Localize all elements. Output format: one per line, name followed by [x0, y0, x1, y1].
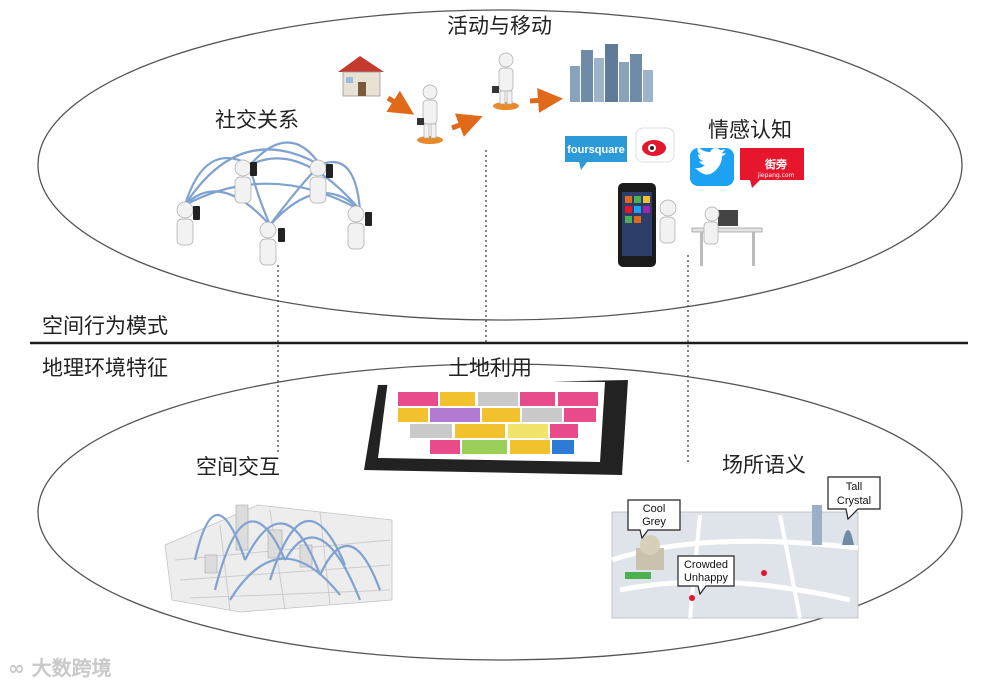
foursquare-text: foursquare: [567, 144, 624, 156]
phone-user-icon: [234, 159, 257, 204]
desk-computer-user-icon: [691, 206, 763, 266]
environment-ellipse: [37, 363, 963, 661]
move-arrow-3: [529, 87, 563, 113]
bubble-text-crystal: Crystal: [837, 495, 871, 507]
speech-bubble-crowded-unhappy: Crowded Unhappy: [677, 555, 735, 596]
social-network-arcs: [183, 141, 362, 226]
speech-bubble-tall-crystal: Tall Crystal: [827, 476, 881, 521]
watermark: ∞ 大数跨境: [8, 652, 112, 681]
land-use-map-icon: [364, 380, 628, 475]
phone-user-icon: [176, 201, 200, 246]
bubble-text-grey: Grey: [642, 516, 666, 528]
twitter-logo-icon: [690, 146, 734, 186]
jiepang-url: jiepang.com: [757, 172, 795, 179]
jiepang-logo-icon: 街旁 jiepang.com: [740, 148, 804, 188]
jiepang-text: 街旁: [764, 157, 787, 171]
node-place-semantics: 场所语义: [722, 453, 806, 477]
phone-user-icon: [259, 221, 285, 266]
node-social-relations: 社交关系: [215, 108, 299, 132]
walking-person-icon: [417, 84, 443, 144]
bubble-text-unhappy: Unhappy: [684, 572, 729, 584]
person-with-phone-icon: [659, 199, 677, 244]
move-arrow-1: [386, 90, 415, 115]
phone-user-icon: [347, 205, 372, 250]
node-land-use: 土地利用: [448, 356, 532, 380]
foursquare-logo-icon: foursquare: [565, 136, 627, 170]
speech-bubble-cool-grey: Cool Grey: [627, 499, 681, 540]
behavior-ellipse: [37, 9, 963, 321]
bubble-text-cool: Cool: [643, 503, 666, 515]
walking-person-icon: [492, 52, 519, 110]
phone-user-icon: [309, 159, 333, 204]
bubble-text-crowded: Crowded: [684, 559, 728, 571]
smartphone-icon: [618, 183, 656, 267]
bubble-text-tall: Tall: [846, 481, 863, 493]
spatial-interaction-arcs: [193, 513, 382, 601]
watermark-logo-icon: ∞: [8, 656, 25, 680]
section-label-environment: 地理环境特征: [42, 356, 168, 380]
node-spatial-interaction: 空间交互: [196, 455, 280, 479]
node-activity-movement: 活动与移动: [447, 14, 552, 38]
city-buildings-icon: [570, 44, 653, 102]
house-icon: [338, 56, 384, 97]
weibo-logo-icon: [635, 127, 675, 163]
watermark-text: 大数跨境: [31, 656, 112, 680]
section-label-behavior: 空间行为模式: [42, 314, 168, 338]
node-emotional-cognition: 情感认知: [708, 118, 792, 142]
move-arrow-2: [451, 113, 483, 137]
